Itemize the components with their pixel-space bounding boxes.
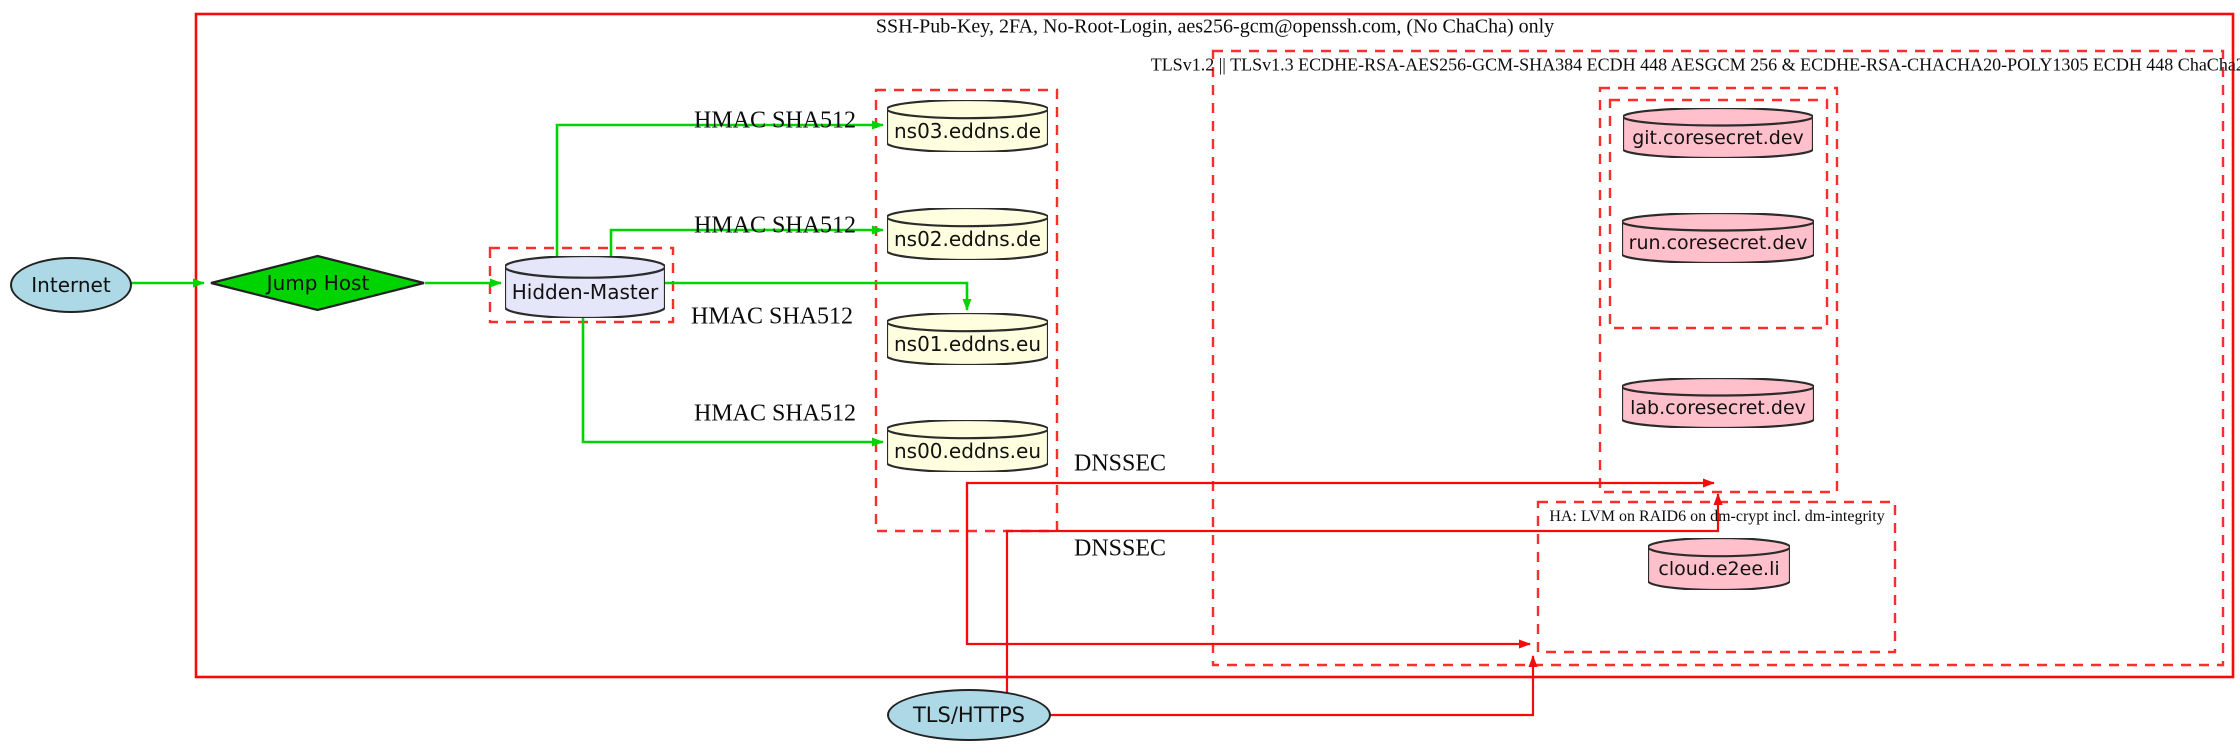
node-cloud-e2ee-label: cloud.e2ee.li [1658,557,1780,580]
node-ns03-label: ns03.eddns.de [893,118,1042,143]
node-tls-https: TLS/HTTPS [887,689,1051,741]
tls-cluster-label: TLSv1.2 || TLSv1.3 ECDHE-RSA-AES256-GCM-… [1150,54,2240,75]
cylinder-shape [1623,108,1813,158]
ssh-cluster-label: SSH-Pub-Key, 2FA, No-Root-Login, aes256-… [875,15,1555,38]
edge-hiddenmaster-to-ns03 [555,120,884,258]
node-git-coresecret: git.coresecret.dev [1623,108,1813,158]
cylinder-shape [505,256,665,318]
eddns-cluster-border [874,88,1059,533]
node-run-coresecret: run.coresecret.dev [1622,213,1814,263]
node-git-coresecret-label: git.coresecret.dev [1632,126,1804,149]
node-ns00: ns00.eddns.eu [887,420,1048,472]
node-internet-label: Internet [31,273,111,297]
node-jump-host-label: Jump Host [266,271,370,295]
node-ns01: ns01.eddns.eu [887,313,1048,365]
edge-label-dnssec-1: DNSSEC [1073,450,1167,477]
ha-cluster-label: HA: LVM on RAID6 on dm-crypt incl. dm-in… [1549,508,1885,525]
cylinder-shape [887,208,1048,260]
node-lab-coresecret-label: lab.coresecret.dev [1630,396,1806,419]
jump-host-diamond [210,254,425,312]
node-internet: Internet [10,257,132,313]
cylinder-shape [887,100,1048,152]
edge-dnssec-to-ha [965,483,1531,649]
edge-label-dnssec-2: DNSSEC [1073,535,1167,562]
edge-hiddenmaster-to-ns02 [609,225,884,258]
node-ns02: ns02.eddns.de [887,208,1048,260]
node-ns00-label: ns00.eddns.eu [893,438,1042,463]
cylinder-shape [887,313,1048,365]
node-ns01-label: ns01.eddns.eu [893,331,1042,356]
cylinder-shape [1648,538,1790,590]
node-ns03: ns03.eddns.de [887,100,1048,152]
edge-hiddenmaster-to-ns01 [665,281,972,311]
ssh-cluster-border [194,12,2235,679]
edge-label-hmac-ns02: HMAC SHA512 [693,212,857,239]
ha-cluster-border [1536,500,1897,654]
edge-tlshttps-to-ha [1047,655,1538,717]
cylinder-shape [1622,378,1814,428]
edge-label-hmac-ns00: HMAC SHA512 [693,400,857,427]
node-run-coresecret-label: run.coresecret.dev [1628,231,1808,254]
tls-cluster-border [1211,49,2225,667]
edge-hiddenmaster-to-ns00 [581,318,884,447]
node-ns02-label: ns02.eddns.de [893,226,1042,251]
node-tls-https-label: TLS/HTTPS [912,703,1025,727]
edge-label-hmac-ns03: HMAC SHA512 [693,107,857,134]
node-hidden-master-label: Hidden-Master [511,279,659,304]
coresecret-inner-cluster-border [1608,98,1829,330]
coresecret-outer-cluster-border [1598,86,1839,494]
node-cloud-e2ee: cloud.e2ee.li [1648,538,1790,590]
node-lab-coresecret: lab.coresecret.dev [1622,378,1814,428]
node-hidden-master: Hidden-Master [505,256,665,318]
cylinder-shape [887,420,1048,472]
edge-tlshttps-to-coresecret [1005,493,1723,694]
edge-label-hmac-ns01: HMAC SHA512 [690,303,854,330]
cylinder-shape [1622,213,1814,263]
